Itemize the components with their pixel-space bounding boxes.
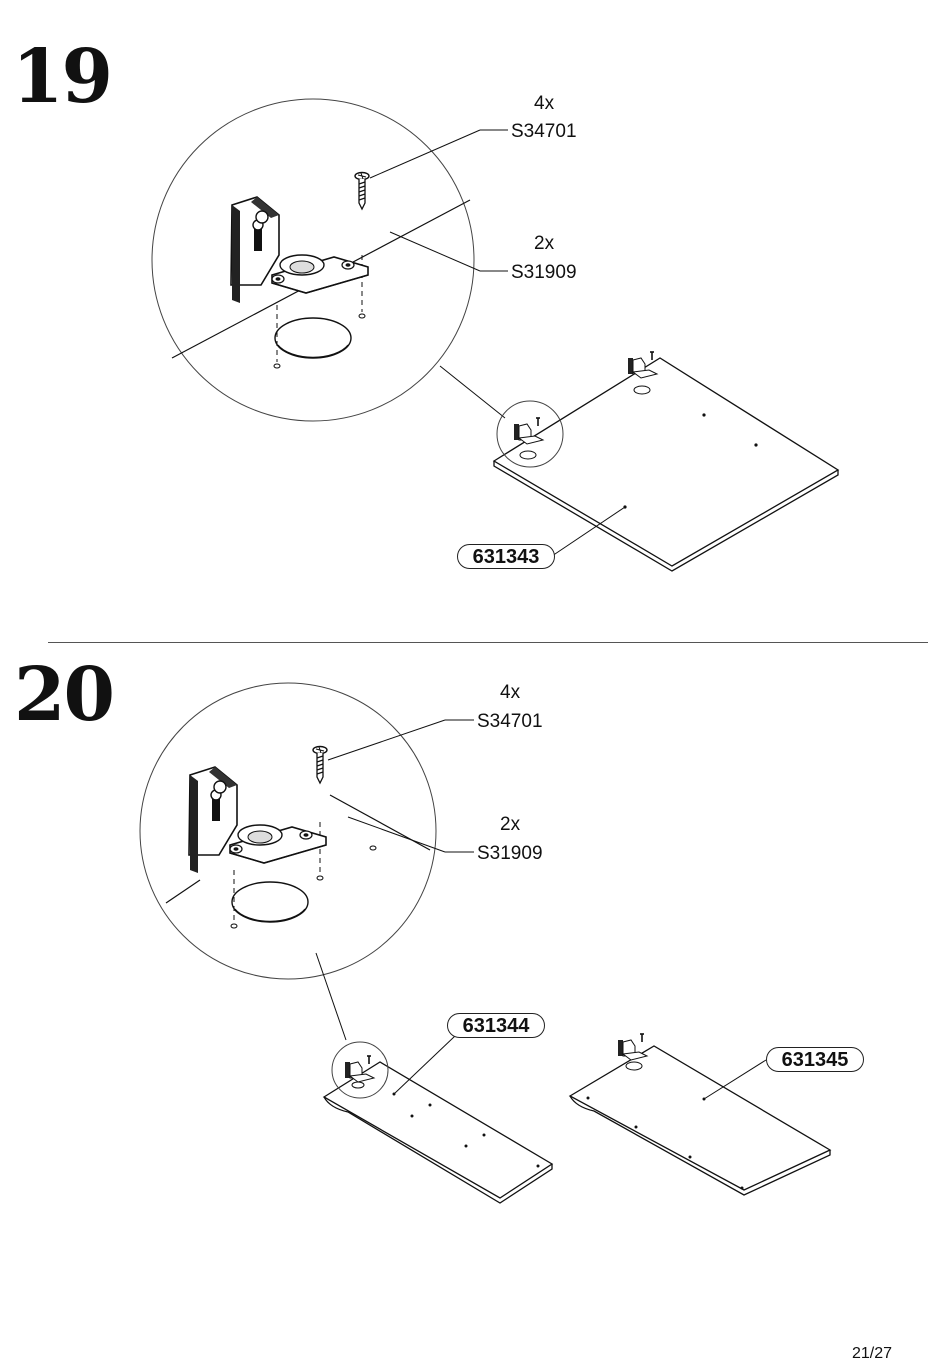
- hardware-code: S31909: [511, 262, 577, 283]
- hardware-qty: 2x: [534, 233, 555, 254]
- part-number-label: 631344: [447, 1013, 545, 1038]
- hardware-qty: 4x: [534, 93, 555, 114]
- hardware-code: S34701: [477, 711, 543, 732]
- step-20-panel-left: [322, 1035, 554, 1204]
- hardware-code: S31909: [477, 843, 543, 864]
- part-number-label: 631343: [457, 544, 555, 569]
- hardware-qty: 4x: [500, 682, 521, 703]
- step-20-detail: [139, 682, 474, 1041]
- hardware-code: S34701: [511, 121, 577, 142]
- step-divider: [48, 642, 928, 643]
- part-number-label: 631345: [766, 1047, 864, 1072]
- step-19-panel: [492, 351, 840, 572]
- hardware-qty: 2x: [500, 814, 521, 835]
- step-19-detail: [151, 98, 508, 422]
- page-number: 21/27: [851, 1345, 892, 1362]
- step-20-panel-right: [568, 1033, 832, 1196]
- step-number: 20: [14, 652, 115, 738]
- step-number: 19: [12, 34, 113, 120]
